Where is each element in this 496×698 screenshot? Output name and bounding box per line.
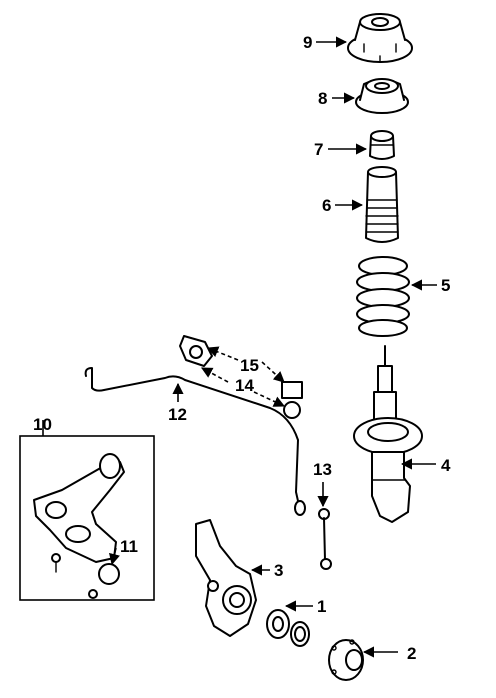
control-arm-box xyxy=(19,420,155,601)
bump-stop xyxy=(369,130,395,160)
wheel-hub xyxy=(328,639,364,681)
wheel-bearing xyxy=(266,609,310,647)
leader-arrows xyxy=(109,36,437,658)
callout-10: 10 xyxy=(33,415,52,434)
callout-4: 4 xyxy=(441,456,451,475)
strut-assembly xyxy=(353,345,423,523)
callout-3: 3 xyxy=(274,561,283,580)
stabilizer-bar xyxy=(84,367,306,516)
callout-12: 12 xyxy=(168,405,187,424)
stabilizer-link xyxy=(318,508,332,570)
callout-13: 13 xyxy=(313,460,332,479)
callout-5: 5 xyxy=(441,276,450,295)
callout-9: 9 xyxy=(303,33,312,52)
callout-15: 15 xyxy=(240,356,259,375)
coil-spring xyxy=(356,256,410,337)
callout-7: 7 xyxy=(314,140,323,159)
stabilizer-bushing xyxy=(179,335,303,419)
callout-11: 11 xyxy=(120,537,138,556)
callout-1: 1 xyxy=(317,597,326,616)
strut-mount xyxy=(347,13,413,63)
dust-boot xyxy=(365,166,399,243)
callout-6: 6 xyxy=(322,196,331,215)
steering-knuckle xyxy=(195,519,257,637)
callout-8: 8 xyxy=(318,89,327,108)
spring-seat xyxy=(355,78,409,114)
callout-14: 14 xyxy=(235,376,254,395)
callout-2: 2 xyxy=(407,644,416,663)
lower-control-arm xyxy=(33,453,125,599)
